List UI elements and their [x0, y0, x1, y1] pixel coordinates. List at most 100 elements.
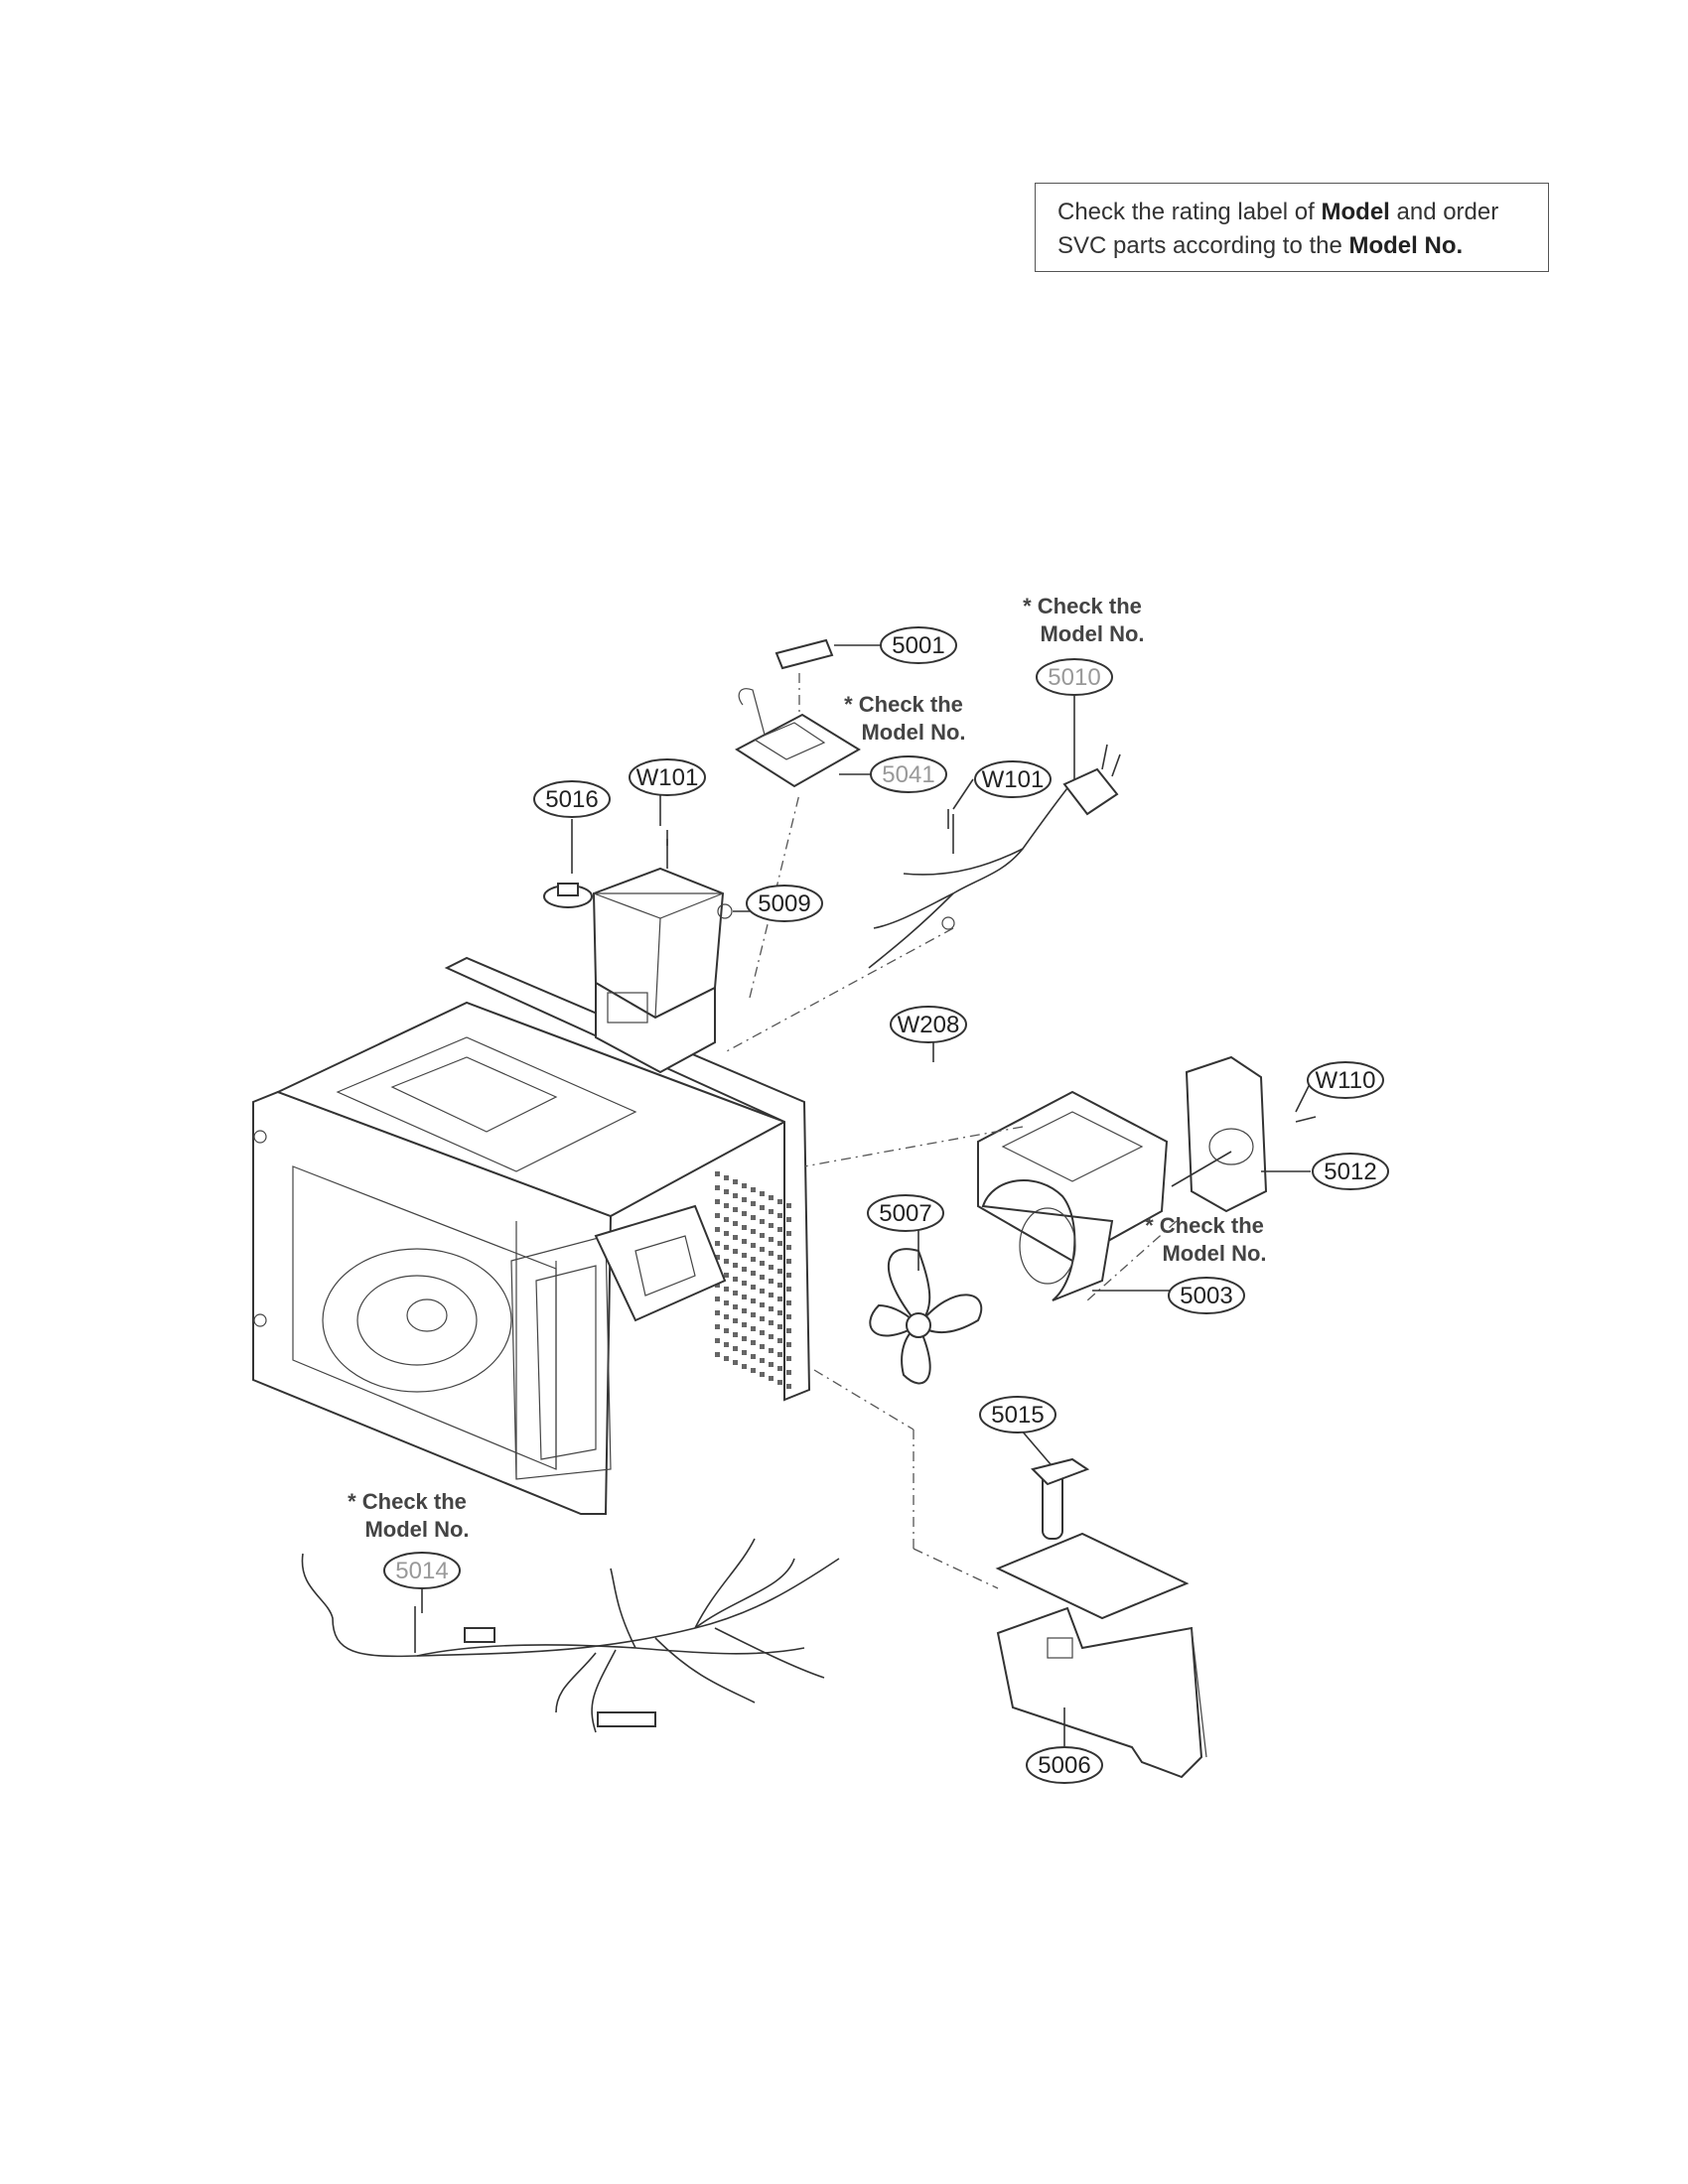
callout-5014: 5014: [383, 1552, 461, 1589]
vent-hole: [733, 1291, 738, 1296]
note-line-1: Check the rating label of Model and orde…: [1057, 196, 1526, 229]
vent-hole: [769, 1362, 774, 1367]
vent-hole: [786, 1370, 791, 1375]
vent-hole: [724, 1273, 729, 1278]
callout-label: 5016: [545, 786, 598, 813]
callout-label: 5006: [1038, 1752, 1090, 1779]
vent-hole: [760, 1372, 765, 1377]
vent-hole: [715, 1241, 720, 1246]
vent-hole: [715, 1227, 720, 1232]
vent-hole: [733, 1360, 738, 1365]
callout-5016: 5016: [533, 780, 611, 818]
vent-hole: [742, 1197, 747, 1202]
vent-hole: [733, 1277, 738, 1282]
vent-hole: [777, 1297, 782, 1301]
vent-hole: [777, 1213, 782, 1218]
callout-label: 5041: [882, 761, 934, 788]
power-cord-drawing: [724, 744, 1121, 1053]
vent-hole: [715, 1199, 720, 1204]
callout-label: 5007: [879, 1200, 931, 1227]
vent-hole: [777, 1310, 782, 1315]
note-text: Check the rating label of: [1057, 199, 1322, 225]
vent-hole: [760, 1275, 765, 1280]
callout-w101-transformer: W101: [629, 758, 706, 796]
vent-hole: [715, 1324, 720, 1329]
check-note-line: * Check the: [1023, 594, 1142, 618]
callout-5041: 5041: [870, 755, 947, 793]
wire-harness-drawing: [301, 1538, 840, 1733]
vent-hole: [733, 1263, 738, 1268]
vent-hole: [724, 1328, 729, 1333]
vent-hole: [742, 1281, 747, 1286]
vent-hole: [751, 1340, 756, 1345]
vent-hole: [715, 1213, 720, 1218]
vent-hole: [724, 1189, 729, 1194]
vent-hole: [777, 1380, 782, 1385]
vent-hole: [777, 1241, 782, 1246]
vent-hole: [760, 1205, 765, 1210]
check-model-note-5003: * Check the Model No.: [1145, 1213, 1266, 1266]
transformer-drawing: [592, 839, 733, 1074]
callout-w208: W208: [890, 1006, 967, 1043]
vent-hole: [751, 1229, 756, 1234]
vent-hole: [777, 1255, 782, 1260]
callout-label: W208: [898, 1012, 960, 1038]
vent-hole: [742, 1322, 747, 1327]
vent-hole: [724, 1245, 729, 1250]
check-model-note-5010: * Check the Model No.: [1023, 594, 1144, 646]
vent-hole: [724, 1175, 729, 1180]
vent-hole: [751, 1243, 756, 1248]
note-text: SVC parts according to the: [1057, 232, 1349, 259]
vent-hole: [786, 1203, 791, 1208]
vent-hole: [724, 1203, 729, 1208]
vent-hole: [760, 1289, 765, 1294]
callout-label: W101: [636, 764, 699, 791]
vent-hole: [724, 1259, 729, 1264]
vent-hole: [751, 1201, 756, 1206]
callout-5015: 5015: [979, 1396, 1056, 1433]
vent-hole: [751, 1354, 756, 1359]
vent-hole: [715, 1171, 720, 1176]
vent-hole: [724, 1314, 729, 1319]
vent-hole: [724, 1287, 729, 1292]
vent-hole: [733, 1346, 738, 1351]
vent-hole: [769, 1237, 774, 1242]
check-model-note-5041: * Check the Model No.: [844, 692, 965, 745]
vent-hole: [751, 1298, 756, 1303]
check-note-line: * Check the: [1145, 1213, 1264, 1238]
model-note-box: Check the rating label of Model and orde…: [1035, 183, 1549, 272]
vent-hole: [777, 1324, 782, 1329]
vent-hole: [733, 1221, 738, 1226]
callout-5010: 5010: [1036, 658, 1113, 696]
vent-hole: [733, 1193, 738, 1198]
vent-hole: [715, 1283, 720, 1288]
vent-hole: [769, 1306, 774, 1311]
vent-hole: [751, 1215, 756, 1220]
vent-hole: [742, 1350, 747, 1355]
vent-hole: [742, 1183, 747, 1188]
vent-hole: [742, 1336, 747, 1341]
callout-label: 5014: [395, 1558, 448, 1584]
vent-hole: [724, 1217, 729, 1222]
vent-hole: [742, 1211, 747, 1216]
vent-hole: [751, 1285, 756, 1290]
vent-hole: [751, 1271, 756, 1276]
callout-label: W110: [1316, 1067, 1376, 1094]
vent-hole: [733, 1249, 738, 1254]
vent-hole: [786, 1245, 791, 1250]
check-note-line: Model No.: [1162, 1241, 1266, 1266]
vent-hole: [760, 1344, 765, 1349]
check-note-line: * Check the: [348, 1489, 467, 1514]
vent-hole: [742, 1253, 747, 1258]
vent-hole: [742, 1225, 747, 1230]
vent-hole: [724, 1342, 729, 1347]
vent-hole: [786, 1384, 791, 1389]
vent-hole: [777, 1199, 782, 1204]
vent-hole: [760, 1191, 765, 1196]
lamp-and-duct-drawing: [813, 1369, 1207, 1779]
vent-hole: [724, 1356, 729, 1361]
vent-hole: [777, 1366, 782, 1371]
vent-hole: [760, 1330, 765, 1335]
vent-hole: [786, 1314, 791, 1319]
